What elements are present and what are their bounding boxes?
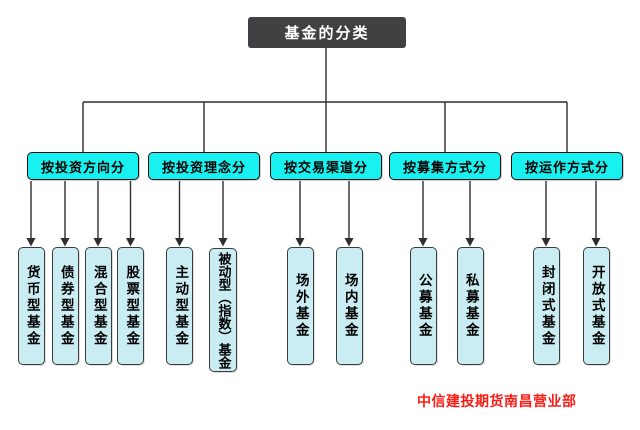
tree-connector-path xyxy=(82,48,568,152)
arrowhead-icon xyxy=(60,238,70,247)
arrowhead-icon xyxy=(465,238,475,247)
leaf-label: 股票型基金 xyxy=(123,264,140,348)
arrowhead-icon xyxy=(541,238,551,247)
leaf-label: 场外基金 xyxy=(292,273,309,339)
branch-node-by-investment-direction: 按投资方向分 xyxy=(27,152,139,180)
arrowhead-icon xyxy=(218,238,228,247)
leaf-node-bond-fund: 债券型基金 xyxy=(51,247,79,365)
leaf-node-closed-end-fund: 封闭式基金 xyxy=(532,247,560,365)
leaf-node-money-fund: 货币型基金 xyxy=(17,247,45,365)
leaf-label: 混合型基金 xyxy=(90,264,107,348)
arrowhead-icon xyxy=(126,238,135,247)
branch-node-by-fundraising-method: 按募集方式分 xyxy=(389,152,501,180)
arrowhead-icon xyxy=(418,238,428,247)
leaf-node-public-fund: 公募基金 xyxy=(409,247,437,365)
leaf-node-passive-index-fund: 被动型（指数）基金 xyxy=(209,248,237,372)
leaf-label: 主动型基金 xyxy=(172,264,189,348)
branch-node-by-trading-channel: 按交易渠道分 xyxy=(270,152,382,180)
leaf-label: 私募基金 xyxy=(462,273,479,339)
leaf-label: 开放式基金 xyxy=(588,264,605,348)
branch-node-by-operation-mode: 按运作方式分 xyxy=(511,152,623,180)
leaf-label: 被动型（指数）基金 xyxy=(215,251,231,369)
leaf-label: 封闭式基金 xyxy=(538,264,555,348)
leaf-node-open-end-fund: 开放式基金 xyxy=(582,247,610,365)
leaf-node-otc-fund: 场外基金 xyxy=(286,247,314,365)
leaf-label: 场内基金 xyxy=(341,273,358,339)
arrowhead-icon xyxy=(26,238,36,247)
branch-node-by-investment-philosophy: 按投资理念分 xyxy=(148,152,260,180)
root-node: 基金的分类 xyxy=(248,17,406,48)
leaf-label: 公募基金 xyxy=(415,273,432,339)
arrowhead-icon xyxy=(344,238,354,247)
watermark-text: 中信建投期货南昌营业部 xyxy=(417,394,577,410)
leaf-node-active-fund: 主动型基金 xyxy=(166,247,193,365)
arrowhead-icon xyxy=(93,238,103,247)
leaf-label: 债券型基金 xyxy=(57,264,74,348)
leaf-node-exchange-fund: 场内基金 xyxy=(335,247,363,365)
arrowhead-icon xyxy=(295,238,305,247)
leaf-node-stock-fund: 股票型基金 xyxy=(117,247,144,365)
arrowhead-icon xyxy=(591,238,601,247)
leaf-label: 货币型基金 xyxy=(23,264,40,348)
leaf-node-private-fund: 私募基金 xyxy=(456,247,484,365)
leaf-node-hybrid-fund: 混合型基金 xyxy=(84,247,112,365)
arrowhead-icon xyxy=(175,238,184,247)
